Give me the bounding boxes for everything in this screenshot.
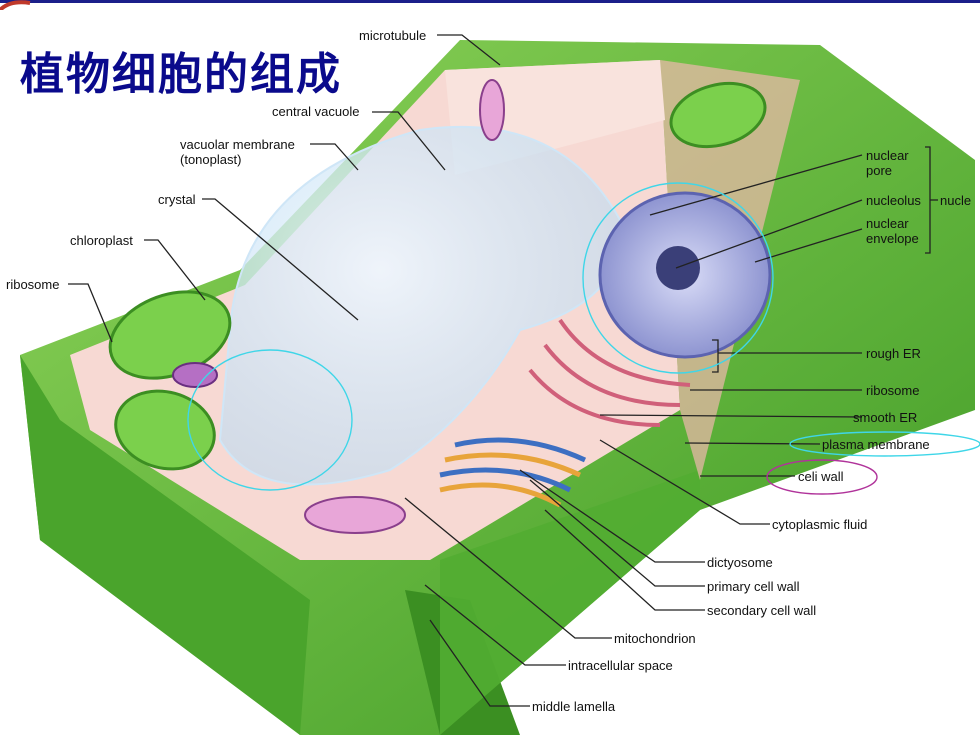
- dictyosome: [439, 437, 587, 508]
- label-crystal: crystal: [158, 192, 196, 207]
- label-central-vacuole: central vacuole: [272, 104, 360, 119]
- nucleus: [598, 191, 772, 359]
- label-ribosome-left: ribosome: [6, 277, 60, 292]
- chloroplasts: [108, 81, 767, 471]
- label-chloroplast: chloroplast: [70, 233, 133, 248]
- label-mitochondrion: mitochondrion: [614, 631, 696, 646]
- label-primary-cell-wall: primary cell wall: [707, 579, 800, 594]
- endoplasmic-reticulum: [528, 318, 691, 427]
- label-dictyosome: dictyosome: [707, 555, 773, 570]
- label-nucleus: nucle: [940, 193, 972, 208]
- slide-title: 植物细胞的组成: [20, 49, 342, 100]
- label-secondary-cell-wall: secondary cell wall: [707, 603, 817, 618]
- logo-icon: [0, 0, 31, 10]
- label-smooth-er: smooth ER: [853, 410, 918, 425]
- label-plasma-membrane: plasma membrane: [822, 437, 930, 452]
- label-brackets: [712, 146, 938, 373]
- label-rough-er: rough ER: [866, 346, 921, 361]
- label-ribosome-right: ribosome: [866, 383, 920, 398]
- label-cell-wall: celi wall: [798, 469, 844, 484]
- label-nuclear-pore: nuclear pore: [866, 148, 909, 178]
- annotation-marks: [187, 182, 980, 495]
- label-cytoplasmic-fluid: cytoplasmic fluid: [772, 517, 868, 532]
- label-nucleolus: nucleolus: [866, 193, 921, 208]
- label-microtubule: microtubule: [359, 28, 427, 43]
- label-nuclear-envelope: nuclear envelope: [866, 216, 919, 246]
- leader-lines: [68, 34, 863, 707]
- slide-top-bar: [0, 0, 980, 3]
- mitochondria: [172, 79, 505, 534]
- label-intracellular-space: intracellular space: [568, 658, 673, 673]
- label-middle-lamella: middle lamella: [532, 699, 616, 714]
- label-vacuolar-membrane: vacuolar membrane (tonoplast): [180, 137, 295, 167]
